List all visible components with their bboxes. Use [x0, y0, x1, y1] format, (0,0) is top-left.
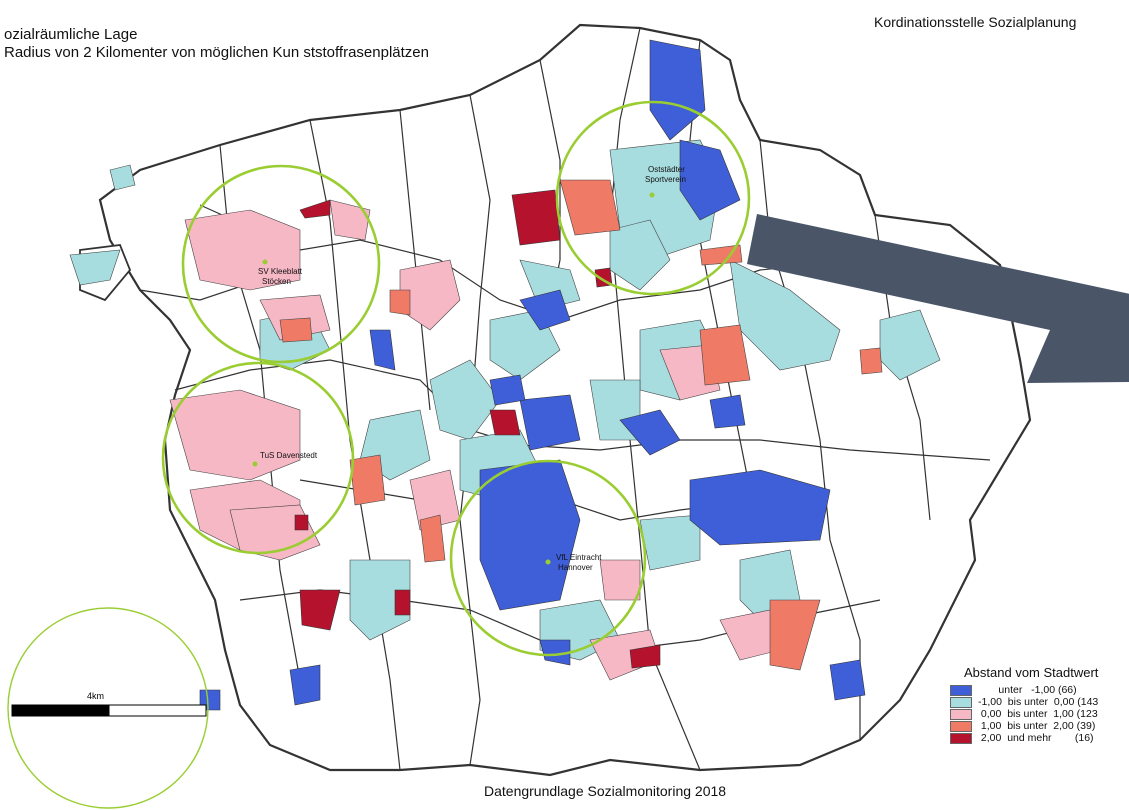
site-label-oststadt-1: Oststädter: [648, 165, 685, 174]
radius-circles: [161, 100, 751, 657]
legend-swatch: [950, 720, 972, 732]
site-markers: SV Kleeblatt Stöcken TuS Davenstedt VfL …: [252, 165, 686, 572]
site-label-eintracht-1: VfL Eintracht: [556, 553, 602, 562]
data-source-label: Datengrundlage Sozialmonitoring 2018: [484, 783, 727, 799]
scale-label: 4km: [87, 691, 105, 701]
legend-swatch: [950, 684, 972, 696]
legend: Abstand vom Stadtwert unter -1,00 (66) -…: [950, 665, 1129, 744]
radius-circle-eintracht: [449, 459, 647, 657]
radius-circle-davenstedt: [161, 361, 355, 555]
legend-swatch: [950, 708, 972, 720]
districts-dark-red: [294, 189, 661, 669]
legend-label: -1,00 bis unter 0,00 (143: [978, 696, 1099, 708]
legend-item: 0,00 bis unter 1,00 (123: [950, 708, 1129, 720]
legend-label: 0,00 bis unter 1,00 (123: [978, 708, 1098, 720]
site-label-eintracht-2: Hannover: [558, 563, 593, 572]
districts-blue: [199, 39, 866, 711]
legend-title: Abstand vom Stadtwert: [964, 665, 1099, 680]
legend-swatch: [950, 696, 972, 708]
scale-circle: [7, 607, 209, 809]
legend-item: unter -1,00 (66): [950, 684, 1129, 696]
site-label-davenstedt: TuS Davenstedt: [260, 451, 318, 460]
legend-item: 2,00 und mehr (16): [950, 732, 1129, 744]
radius-circle-oststadt: [555, 100, 751, 296]
legend-item: 1,00 bis unter 2,00 (39): [950, 720, 1129, 732]
scale-bar-black: [11, 704, 110, 717]
districts-salmon: [279, 179, 883, 671]
legend-label: 2,00 und mehr (16): [978, 732, 1094, 744]
map-title-line1: ozialräumliche Lage: [4, 26, 138, 43]
site-point-eintracht: [545, 559, 551, 565]
site-label-oststadt-2: Sportverein: [645, 175, 686, 184]
organization-label: Kordinationsstelle Sozialplanung: [874, 14, 1077, 30]
legend-label: 1,00 bis unter 2,00 (39): [978, 720, 1096, 732]
site-point-oststadt: [649, 192, 655, 198]
site-label-stoecken-1: SV Kleeblatt: [258, 267, 303, 276]
site-point-davenstedt: [252, 461, 258, 467]
site-point-stoecken: [262, 259, 268, 265]
scale-bar-white: [108, 704, 207, 717]
site-label-stoecken-2: Stöcken: [262, 277, 291, 286]
legend-swatch: [950, 732, 972, 744]
legend-label: unter -1,00 (66): [978, 684, 1077, 696]
map-title: ozialräumliche Lage Radius von 2 Kilomen…: [4, 26, 429, 62]
legend-item: -1,00 bis unter 0,00 (143: [950, 696, 1129, 708]
radius-circle-stoecken: [181, 164, 381, 364]
direction-arrow: [747, 214, 1129, 383]
map-title-line2: Radius von 2 Kilomenter von möglichen Ku…: [4, 44, 429, 61]
